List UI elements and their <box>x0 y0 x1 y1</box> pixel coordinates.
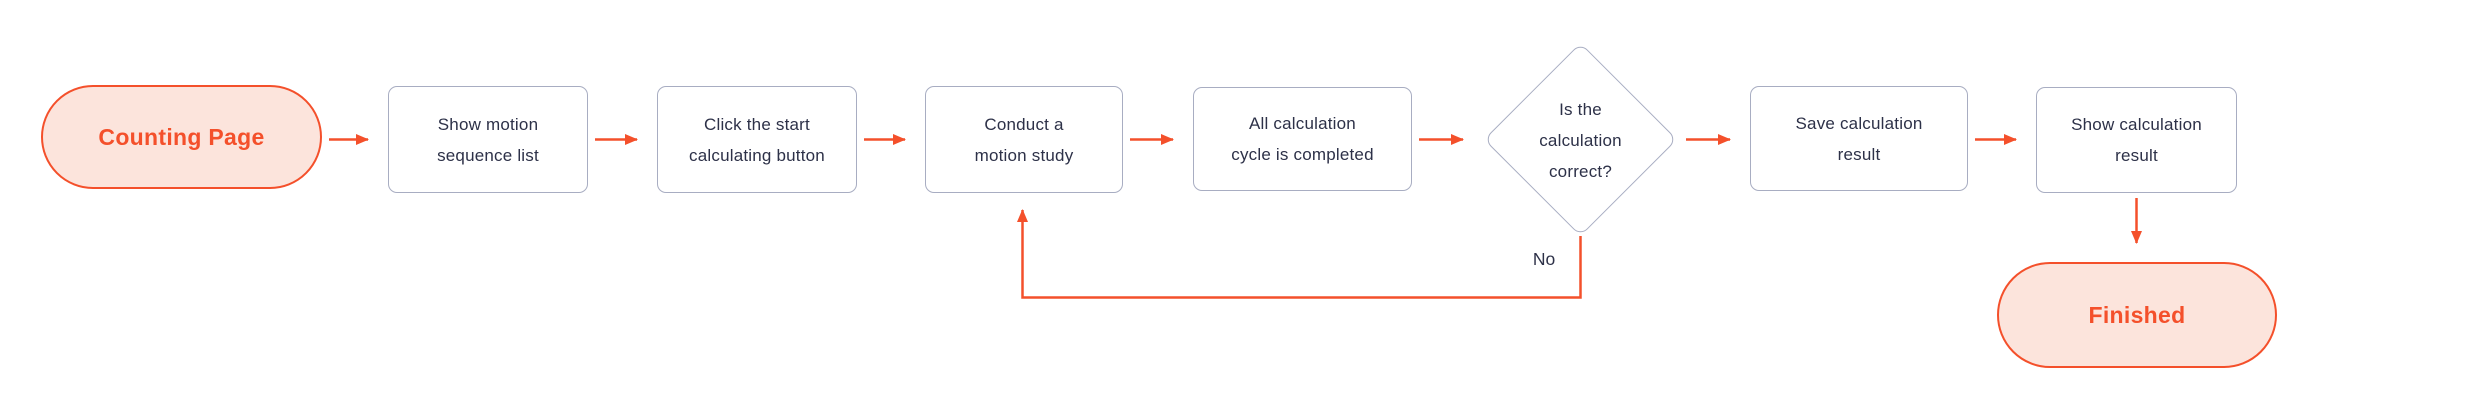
node-is-calculation-correct: Is the calculation correct? <box>1483 85 1678 195</box>
node-label: Click the start <box>704 114 810 134</box>
node-label: cycle is completed <box>1231 145 1374 164</box>
node-counting-page: Counting Page <box>41 85 322 189</box>
node-label: calculation <box>1539 130 1622 150</box>
node-show-motion-sequence-list: Show motion sequence list <box>388 86 588 193</box>
node-conduct-motion-study: Conduct a motion study <box>925 86 1123 193</box>
node-label: sequence list <box>437 145 539 165</box>
edge-label-no: No <box>1532 249 1556 269</box>
node-label: Counting Page <box>98 123 265 150</box>
node-label: motion study <box>974 145 1074 165</box>
node-label: Is the <box>1559 99 1602 119</box>
arrow-no-loop <box>1017 209 1582 299</box>
node-click-start-calculating-button: Click the start calculating button <box>657 86 857 193</box>
node-label: calculating button <box>689 145 825 165</box>
node-label: Conduct a <box>984 114 1064 134</box>
node-show-calculation-result: Show calculation result <box>2036 87 2237 193</box>
node-finished: Finished <box>1997 262 2277 368</box>
node-label: result <box>1837 144 1881 164</box>
node-label: Save calculation <box>1795 113 1923 133</box>
node-save-calculation-result: Save calculation result <box>1750 86 1968 191</box>
node-label: Show motion <box>437 114 539 134</box>
node-label: Show calculation <box>2071 115 2202 134</box>
node-label: Finished <box>2088 301 2186 328</box>
node-all-calculation-cycle-completed: All calculation cycle is completed <box>1193 87 1412 191</box>
node-label: All calculation <box>1249 114 1356 133</box>
node-label: result <box>2115 146 2158 165</box>
node-label: correct? <box>1548 161 1612 181</box>
